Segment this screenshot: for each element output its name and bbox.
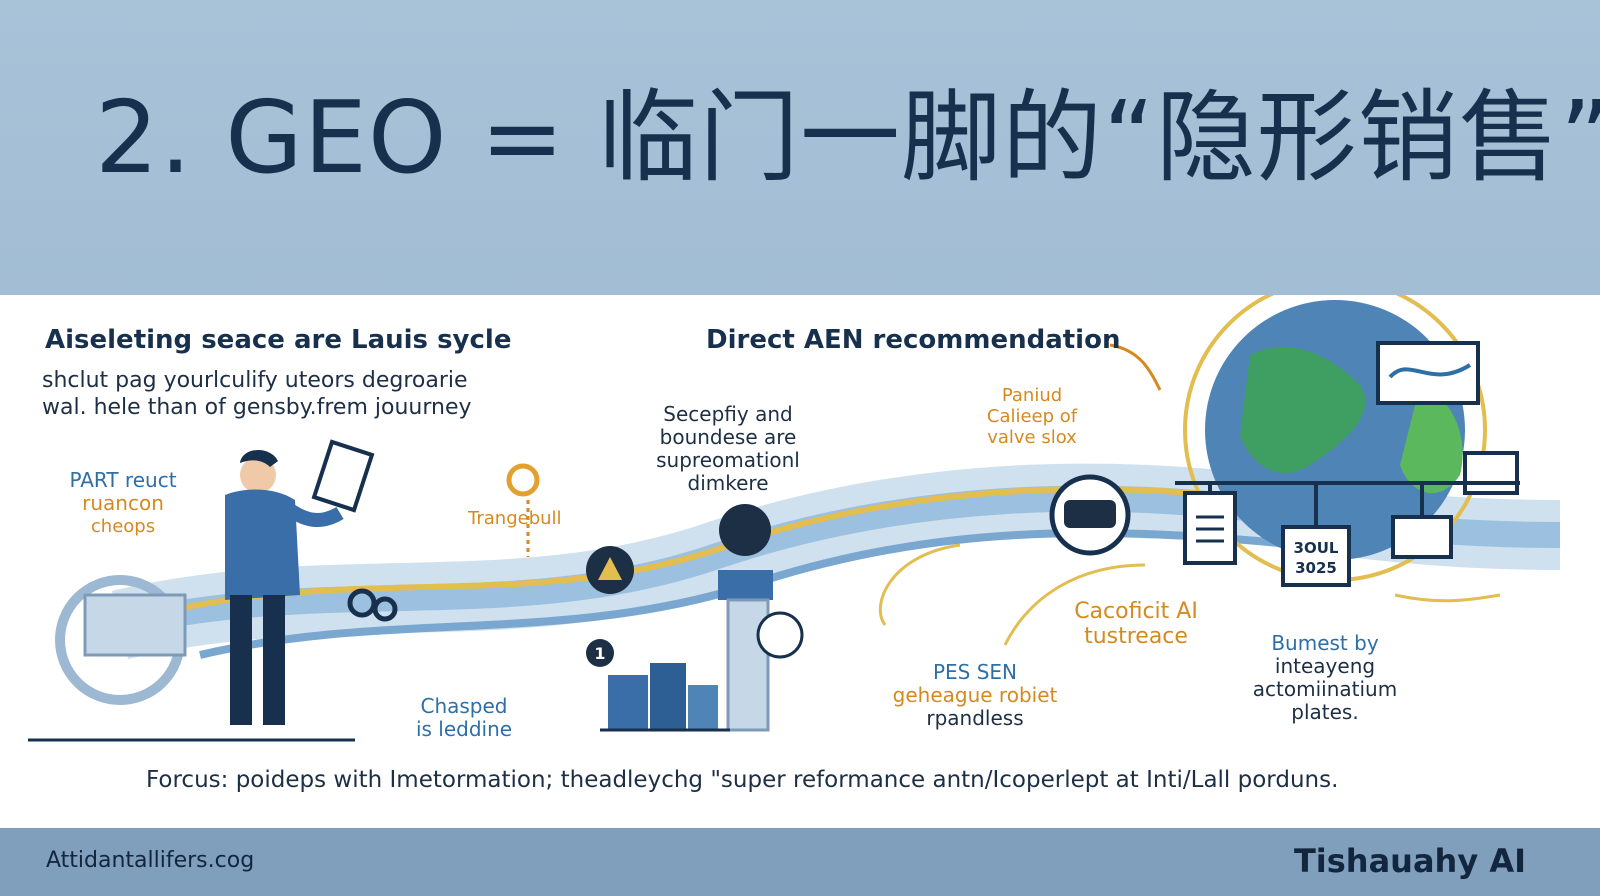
- label-secepfiy: Secepfiy and boundese are supreomationl …: [648, 403, 808, 495]
- footer-website: Attidantallifers.cog: [46, 848, 255, 873]
- label-secepfiy-line-3: supreomationl: [656, 448, 800, 472]
- left-body-text: shclut pag yourlculify uteors degroarie …: [42, 368, 472, 420]
- title-band: 2. GEO = 临门一脚的“隐形销售”: [0, 0, 1600, 295]
- focus-line: Forcus: poideps with Imetormation; thead…: [146, 767, 1339, 793]
- label-pes-sen-line-3: rpandless: [926, 706, 1024, 730]
- machinery-illustration: [28, 575, 355, 742]
- label-chasped: Chasped is leddine: [404, 695, 524, 741]
- buildings-illustration: [600, 663, 730, 732]
- label-secepfiy-line-1: Secepfiy and: [663, 402, 793, 426]
- robot-figure-illustration: [718, 504, 804, 732]
- vr-headset-icon: [1049, 474, 1131, 556]
- label-chasped-line-1: Chasped: [420, 694, 508, 718]
- label-pes-sen-line-2: geheague robiet: [892, 683, 1058, 707]
- label-paniud-line-2: Calieep of: [986, 406, 1078, 427]
- footer-bar: Attidantallifers.cog Tishauahy AI: [0, 828, 1600, 896]
- map-pin-icon: [586, 546, 634, 594]
- label-bumest: Bumest by inteayeng actomiinatium plates…: [1245, 632, 1405, 724]
- label-bumest-line-1: Bumest by: [1271, 631, 1379, 655]
- label-trangebull: Trangebull: [468, 508, 562, 529]
- label-bumest-line-3: actomiinatium: [1252, 677, 1398, 701]
- board-code-line-1: 3OUL: [1294, 539, 1339, 557]
- label-cacoficit-line-1: Cacoficit AI: [1074, 599, 1198, 624]
- label-paniud: Paniud Calieep of valve slox: [972, 385, 1092, 448]
- person-with-tablet-illustration: [225, 439, 375, 725]
- label-part-line-2: ruancon: [82, 491, 164, 515]
- number-badge-icon: 1: [586, 639, 614, 667]
- infographic-area: 1 3OUL 3025 Aiseleting seace are Lauis s…: [0, 295, 1600, 828]
- label-part-line-3: cheops: [90, 516, 156, 537]
- label-part-line-1: PART reuct: [69, 468, 177, 492]
- label-cacoficit-line-2: tustreace: [1084, 624, 1188, 649]
- label-cacoficit: Cacoficit AI tustreace: [1066, 599, 1206, 649]
- label-paniud-line-1: Paniud: [1001, 385, 1063, 406]
- label-part: PART reuct ruancon cheops: [58, 469, 188, 538]
- label-bumest-line-4: plates.: [1291, 700, 1359, 724]
- slide-title: 2. GEO = 临门一脚的“隐形销售”: [95, 79, 1600, 196]
- label-chasped-line-2: is leddine: [415, 717, 513, 741]
- svg-text:1: 1: [594, 644, 605, 663]
- label-pes-sen: PES SEN geheague robiet rpandless: [880, 661, 1070, 730]
- gear-icon: [347, 463, 540, 622]
- label-paniud-line-3: valve slox: [987, 427, 1077, 448]
- label-pes-sen-line-1: PES SEN: [932, 660, 1018, 684]
- label-secepfiy-line-4: dimkere: [687, 471, 769, 495]
- board-code-line-2: 3025: [1295, 559, 1337, 577]
- left-heading: Aiseleting seace are Lauis sycle: [45, 325, 512, 355]
- connector-lines: [526, 343, 1501, 646]
- label-secepfiy-line-2: boundese are: [659, 425, 797, 449]
- infographic-illustration: 1 3OUL 3025: [28, 295, 1561, 742]
- footer-brand: Tishauahy AI: [1293, 842, 1526, 880]
- center-heading: Direct AEN recommendation: [706, 325, 1121, 355]
- label-bumest-line-2: inteayeng: [1274, 654, 1376, 678]
- network-panels: [1175, 341, 1520, 587]
